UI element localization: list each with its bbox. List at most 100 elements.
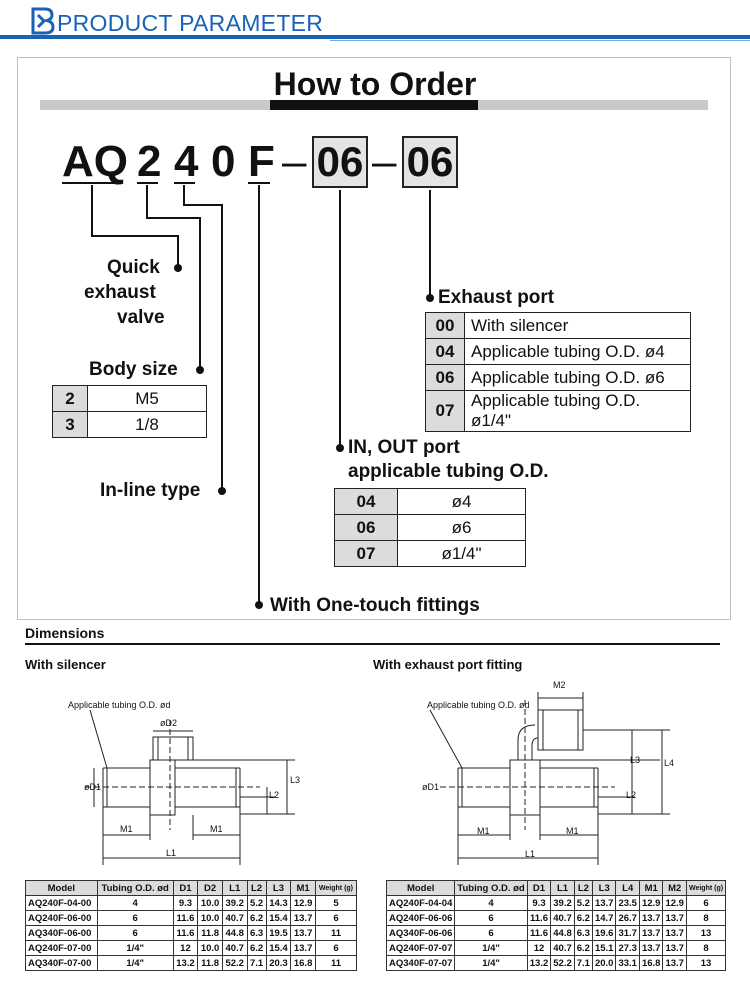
cell: 12.9: [662, 895, 687, 911]
cell: 6.3: [573, 925, 593, 941]
column-header: Weight (g): [685, 880, 727, 896]
column-header: Weight (g): [314, 880, 358, 896]
table-header-row: Model Tubing O.D. ød D1 D2 L1 L2 L3 M1 W…: [25, 880, 358, 896]
cell: AQ340F-06-00: [25, 925, 98, 941]
code-dash-2: –: [372, 137, 397, 186]
table-row: AQ340F-06-00 6 11.6 11.8 44.8 6.3 19.5 1…: [25, 925, 358, 941]
table-row: AQ240F-04-04 4 9.3 39.2 5.2 13.7 23.5 12…: [385, 895, 727, 911]
table-row: AQ240F-06-06 6 11.6 40.7 6.2 14.7 26.7 1…: [385, 910, 727, 926]
table-row: 04 ø4: [334, 488, 526, 515]
table-row: 06 Applicable tubing O.D. ø6: [425, 364, 691, 391]
column-header: Tubing O.D. ød: [454, 880, 528, 896]
title-bar-accent: [270, 100, 478, 110]
column-header: D2: [197, 880, 223, 896]
table-row: AQ340F-06-06 6 11.6 44.8 6.3 19.6 31.7 1…: [385, 925, 727, 941]
option-value: Applicable tubing O.D. ø1/4": [464, 390, 691, 432]
cell: AQ340F-06-06: [385, 925, 456, 941]
cell: 11.6: [172, 925, 199, 941]
option-code: 3: [52, 411, 88, 438]
table-row: AQ340F-07-00 1/4" 13.2 11.8 52.2 7.1 20.…: [25, 955, 358, 971]
cell: 7.1: [573, 955, 593, 971]
table-row: AQ240F-04-00 4 9.3 10.0 39.2 5.2 14.3 12…: [25, 895, 358, 911]
inout-port-table: 04 ø4 06 ø6 07 ø1/4": [334, 488, 526, 567]
cell: 13.2: [172, 955, 199, 971]
dimensions-rule: [25, 643, 720, 645]
column-header: Model: [25, 880, 98, 896]
cell: 26.7: [615, 910, 640, 926]
cell: 6: [96, 925, 174, 941]
with-silencer-title: With silencer: [25, 657, 106, 672]
cell: 6: [454, 925, 528, 941]
option-value: Applicable tubing O.D. ø4: [464, 338, 691, 365]
cell: AQ340F-07-00: [25, 955, 98, 971]
cell: 40.7: [550, 910, 575, 926]
cell: 14.3: [265, 895, 292, 911]
code-type-4: 4: [174, 137, 199, 186]
cell: 13.7: [638, 925, 664, 941]
cell: 6: [314, 910, 358, 926]
dimensions-title: Dimensions: [25, 625, 105, 641]
cell: 11.8: [197, 955, 223, 971]
column-header: L2: [246, 880, 267, 896]
cell: 8: [685, 940, 727, 956]
header-rule-thin: [330, 40, 750, 41]
option-value: ø1/4": [397, 540, 526, 567]
cell: 12: [526, 940, 552, 956]
how-to-order-title: How to Order: [273, 66, 477, 102]
option-code: 04: [334, 488, 398, 515]
cell: 40.7: [550, 940, 575, 956]
body-size-title: Body size: [89, 359, 178, 380]
cell: AQ240F-04-04: [385, 895, 456, 911]
right-m2-label: M2: [553, 680, 566, 690]
cell: 4: [454, 895, 528, 911]
table-row: 07 Applicable tubing O.D. ø1/4": [425, 390, 691, 432]
right-l1-label: L1: [525, 849, 536, 859]
page-title: PRODUCT PARAMETER: [57, 10, 324, 36]
cell: 12: [172, 940, 199, 956]
cell: 1/4": [454, 940, 528, 956]
cell: 13.7: [290, 940, 316, 956]
cell: 40.7: [221, 940, 248, 956]
cell: 52.2: [550, 955, 575, 971]
cell: 31.7: [615, 925, 640, 941]
cell: 5.2: [573, 895, 593, 911]
cell: 14.7: [591, 910, 617, 926]
option-code: 06: [334, 514, 398, 541]
with-exhaust-fitting-title: With exhaust port fitting: [373, 657, 523, 672]
left-m1b-label: M1: [210, 824, 223, 834]
cell: 11.8: [197, 925, 223, 941]
cell: 5: [314, 895, 358, 911]
column-header: D1: [526, 880, 552, 896]
column-header: M2: [662, 880, 687, 896]
exhaust-port-title: Exhaust port: [438, 287, 555, 308]
cell: 39.2: [550, 895, 575, 911]
column-header: Model: [385, 880, 456, 896]
cell: 13.7: [662, 955, 687, 971]
column-header: L1: [550, 880, 575, 896]
right-l4-label: L4: [664, 758, 675, 768]
cell: 1/4": [454, 955, 528, 971]
cell: 33.1: [615, 955, 640, 971]
table-row: AQ240F-06-00 6 11.6 10.0 40.7 6.2 15.4 1…: [25, 910, 358, 926]
table-row: 3 1/8: [52, 411, 207, 438]
option-code: 07: [425, 390, 465, 432]
inout-port-title-2: applicable tubing O.D.: [348, 461, 549, 482]
column-header: L4: [615, 880, 640, 896]
cell: 10.0: [197, 940, 223, 956]
cell: 11: [314, 955, 358, 971]
cell: 1/4": [96, 955, 174, 971]
cell: 23.5: [615, 895, 640, 911]
cell: 4: [96, 895, 174, 911]
cell: 10.0: [197, 895, 223, 911]
cell: 13.7: [662, 925, 687, 941]
cell: 16.8: [290, 955, 316, 971]
cell: 11.6: [526, 910, 552, 926]
table-row: AQ240F-07-00 1/4" 12 10.0 40.7 6.2 15.4 …: [25, 940, 358, 956]
silencer-drawing: [85, 709, 295, 865]
option-value: 1/8: [87, 411, 207, 438]
column-header: Tubing O.D. ød: [96, 880, 174, 896]
cell: 11: [314, 925, 358, 941]
exhaust-port-table: 00 With silencer 04 Applicable tubing O.…: [425, 312, 691, 432]
cell: 15.4: [265, 940, 292, 956]
cell: 13.7: [290, 910, 316, 926]
